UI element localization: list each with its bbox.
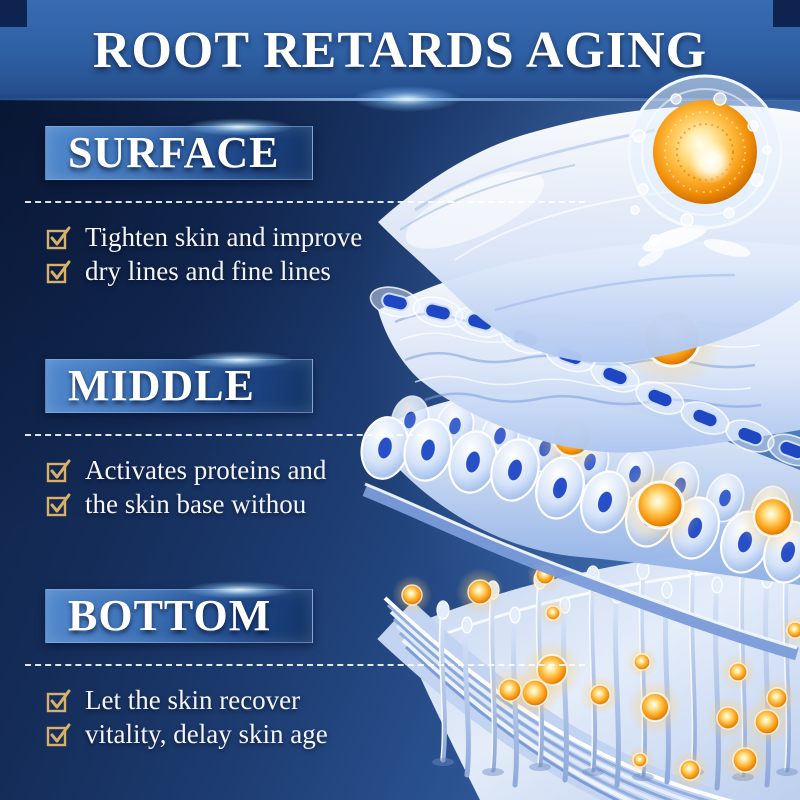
title-banner: ROOT RETARDS AGING: [0, 0, 800, 112]
item-text: Tighten skin and improve: [85, 221, 363, 252]
middle-label-box: MIDDLE: [45, 351, 313, 413]
surface-checklist: Tighten skin and improve dry lines and f…: [45, 220, 605, 288]
dashed-divider: [25, 201, 585, 203]
surface-label-box: SURFACE: [45, 118, 313, 180]
item-text: the skin base withou: [85, 488, 307, 519]
section-middle: MIDDLE Activates proteins and the skin b…: [25, 351, 605, 521]
skin-layers-illustration: [360, 74, 800, 800]
page-title: ROOT RETARDS AGING: [92, 21, 708, 79]
banner-flare: [352, 86, 462, 112]
checklist-item: dry lines and fine lines: [45, 254, 605, 288]
checklist-item: the skin base withou: [45, 487, 605, 521]
checkbox-icon: [46, 723, 71, 746]
item-text: Activates proteins and: [85, 454, 327, 485]
dashed-divider: [25, 434, 423, 436]
bottom-label-box: BOTTOM: [45, 581, 313, 643]
section-bottom: BOTTOM Let the skin recover vitality, de…: [25, 581, 605, 751]
dermis-cell-layer: [360, 393, 800, 661]
checklist-item: Let the skin recover: [45, 683, 605, 717]
section-label: SURFACE: [68, 128, 280, 177]
section-surface: SURFACE Tighten skin and improve dry lin…: [25, 118, 605, 288]
checkbox-icon: [46, 459, 71, 482]
checkbox-icon: [46, 260, 71, 283]
corner-square-right: [773, 0, 800, 27]
corner-square-left: [0, 0, 27, 27]
item-text: vitality, delay skin age: [85, 718, 328, 749]
checklist-item: vitality, delay skin age: [45, 717, 605, 751]
checkbox-icon: [46, 493, 71, 516]
checkbox-icon: [46, 689, 71, 712]
active-ingredient-sphere: [627, 74, 783, 267]
section-label: BOTTOM: [68, 591, 272, 640]
middle-checklist: Activates proteins and the skin base wit…: [45, 453, 605, 521]
golden-orbs: [392, 557, 800, 790]
dashed-divider: [25, 664, 585, 666]
checkbox-icon: [46, 226, 71, 249]
checklist-item: Tighten skin and improve: [45, 220, 605, 254]
section-label: MIDDLE: [68, 361, 255, 410]
bottom-checklist: Let the skin recover vitality, delay ski…: [45, 683, 605, 751]
item-text: Let the skin recover: [85, 684, 301, 715]
item-text: dry lines and fine lines: [85, 255, 331, 286]
checklist-item: Activates proteins and: [45, 453, 605, 487]
